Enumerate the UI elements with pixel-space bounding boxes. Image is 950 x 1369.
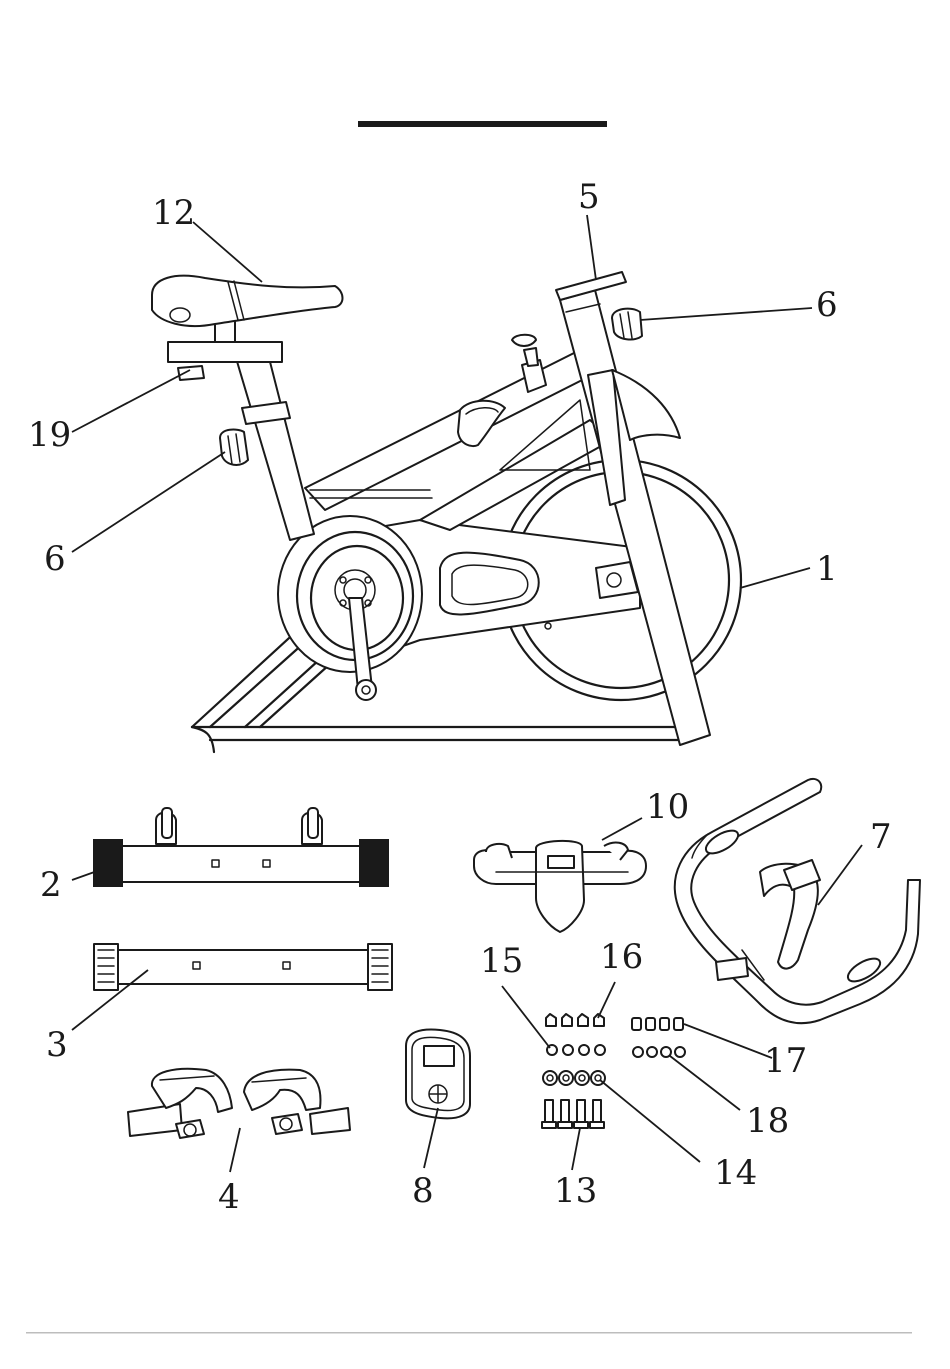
- rear-stabilizer: [94, 944, 392, 990]
- hardware-16-nuts: [546, 1014, 604, 1026]
- pedals: [128, 1069, 350, 1138]
- callout-3: 3: [46, 1025, 68, 1065]
- hardware-14-washers: [543, 1071, 605, 1085]
- callout-2: 2: [40, 865, 62, 905]
- callout-13: 13: [554, 1171, 597, 1211]
- saddle: [152, 276, 343, 326]
- console: [406, 1030, 470, 1119]
- hardware-17-caps: [632, 1018, 683, 1030]
- callout-17: 17: [764, 1041, 807, 1081]
- hardware-13-bolts: [542, 1100, 604, 1128]
- callout-16: 16: [600, 937, 643, 977]
- callout-6-front: 6: [816, 285, 838, 325]
- callout-19: 19: [28, 415, 71, 455]
- hardware-18-nuts: [633, 1047, 685, 1057]
- hardware-15-washers: [547, 1045, 605, 1055]
- callout-7: 7: [870, 817, 892, 857]
- callout-14: 14: [714, 1153, 757, 1193]
- callout-18: 18: [746, 1101, 789, 1141]
- front-stabilizer: [94, 808, 388, 886]
- header-rule: [358, 121, 607, 127]
- callout-6-seat: 6: [44, 539, 66, 579]
- callout-10: 10: [646, 787, 689, 827]
- bike-frame-assembly: [152, 272, 741, 752]
- callout-12: 12: [152, 193, 195, 233]
- handlebar-post: [474, 841, 646, 932]
- callout-8: 8: [412, 1171, 434, 1211]
- handlebar: [675, 779, 920, 1023]
- callout-15: 15: [480, 941, 523, 981]
- callout-4: 4: [218, 1177, 240, 1217]
- footer-rule: [26, 1332, 912, 1334]
- callout-5: 5: [578, 177, 600, 217]
- callout-1: 1: [816, 549, 838, 589]
